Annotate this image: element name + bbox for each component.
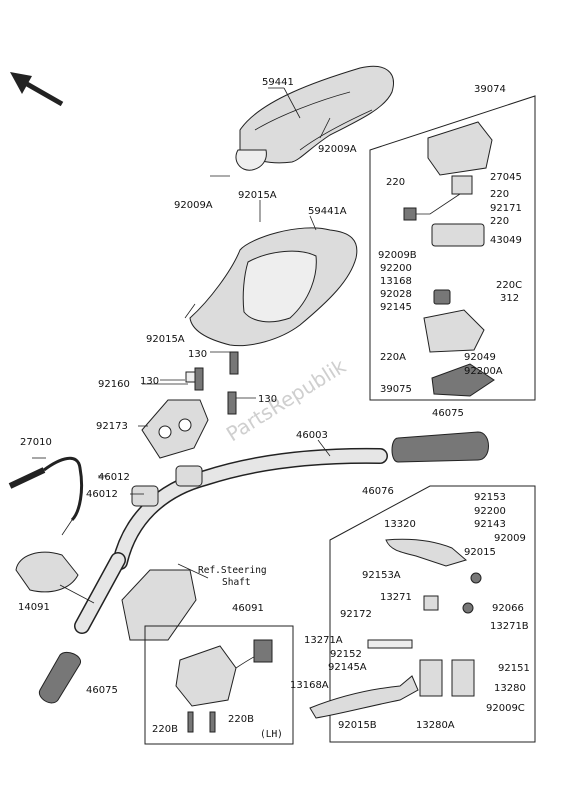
label-92151: 92151 [498, 663, 530, 674]
label-92172: 92172 [340, 609, 372, 620]
label-39075: 39075 [380, 384, 412, 395]
label-39074: 39074 [474, 84, 506, 95]
label-59441A: 59441A [308, 206, 347, 217]
label-13320: 13320 [384, 519, 416, 530]
label-lh: (LH) [260, 729, 283, 740]
label-92200-b: 92200 [474, 506, 506, 517]
label-92153A: 92153A [362, 570, 401, 581]
brake-lever-parts [309, 538, 482, 719]
watermark: PartsRepublik [222, 354, 350, 447]
label-92160: 92160 [98, 379, 130, 390]
label-312: 312 [500, 293, 519, 304]
label-13280A: 13280A [416, 720, 455, 731]
label-92145A: 92145A [328, 662, 367, 673]
label-220B-a: 220B [228, 714, 254, 725]
label-46076: 46076 [362, 486, 394, 497]
bolts-130 [185, 351, 239, 415]
label-92015: 92015 [464, 547, 496, 558]
label-14091: 14091 [18, 602, 50, 613]
label-130-c: 130 [258, 394, 277, 405]
label-92049: 92049 [464, 352, 496, 363]
label-13271A: 13271A [304, 635, 343, 646]
label-13271: 13271 [380, 592, 412, 603]
label-92009B: 92009B [378, 250, 417, 261]
throttle-case-inset [369, 95, 536, 401]
label-130-a: 130 [188, 349, 207, 360]
label-13168: 13168 [380, 276, 412, 287]
grip-left [38, 651, 82, 704]
label-92145: 92145 [380, 302, 412, 313]
label-92200A: 92200A [464, 366, 503, 377]
handlebar-switch-lh [175, 639, 273, 733]
label-92009C: 92009C [486, 703, 525, 714]
grip-right [391, 431, 489, 463]
throttle-case-parts [403, 121, 495, 397]
label-92152: 92152 [330, 649, 362, 660]
label-46012-b: 46012 [86, 489, 118, 500]
label-43049: 43049 [490, 235, 522, 246]
label-220-a: 220 [386, 177, 405, 188]
steering-clamp [121, 569, 197, 641]
label-92143: 92143 [474, 519, 506, 530]
handlebar-cover-lower [189, 227, 358, 347]
label-220-b: 220 [490, 189, 509, 200]
label-92028: 92028 [380, 289, 412, 300]
label-220B-b: 220B [152, 724, 178, 735]
label-46012-a: 46012 [98, 472, 130, 483]
label-27045: 27045 [490, 172, 522, 183]
handlebar-cover-upper [235, 65, 394, 171]
label-46091: 46091 [232, 603, 264, 614]
throttle-cable [8, 456, 84, 536]
label-220A: 220A [380, 352, 406, 363]
label-59441: 59441 [262, 77, 294, 88]
handlebar-tube [74, 447, 388, 634]
label-130-b: 130 [140, 376, 159, 387]
switch-inset-box [144, 625, 294, 745]
label-92015B: 92015B [338, 720, 377, 731]
leader-lines [32, 87, 331, 604]
part-labels: 59441 92009A 92009A 92015A 59441A 92015A… [18, 77, 530, 740]
handlebar-holder [131, 465, 203, 507]
label-92171: 92171 [490, 203, 522, 214]
label-46075-bot: 46075 [86, 685, 118, 696]
label-46075-top: 46075 [432, 408, 464, 419]
hand-guard [15, 551, 79, 593]
front-arrow-icon [10, 72, 64, 107]
holder-bracket [141, 399, 209, 459]
label-92015A-b: 92015A [146, 334, 185, 345]
label-13168A: 13168A [290, 680, 329, 691]
label-92009A-a: 92009A [318, 144, 357, 155]
label-46003: 46003 [296, 430, 328, 441]
label-13271B: 13271B [490, 621, 529, 632]
label-220-c: 220 [490, 216, 509, 227]
label-13280: 13280 [494, 683, 526, 694]
label-92015A-a: 92015A [238, 190, 277, 201]
label-ref-shaft: Shaft [222, 577, 251, 588]
label-92200-a: 92200 [380, 263, 412, 274]
label-220C: 220C [496, 280, 522, 291]
label-ref-steering: Ref.Steering [198, 565, 267, 576]
label-92009: 92009 [494, 533, 526, 544]
label-27010: 27010 [20, 437, 52, 448]
label-92153: 92153 [474, 492, 506, 503]
label-92009A-b: 92009A [174, 200, 213, 211]
label-92066: 92066 [492, 603, 524, 614]
label-92173: 92173 [96, 421, 128, 432]
